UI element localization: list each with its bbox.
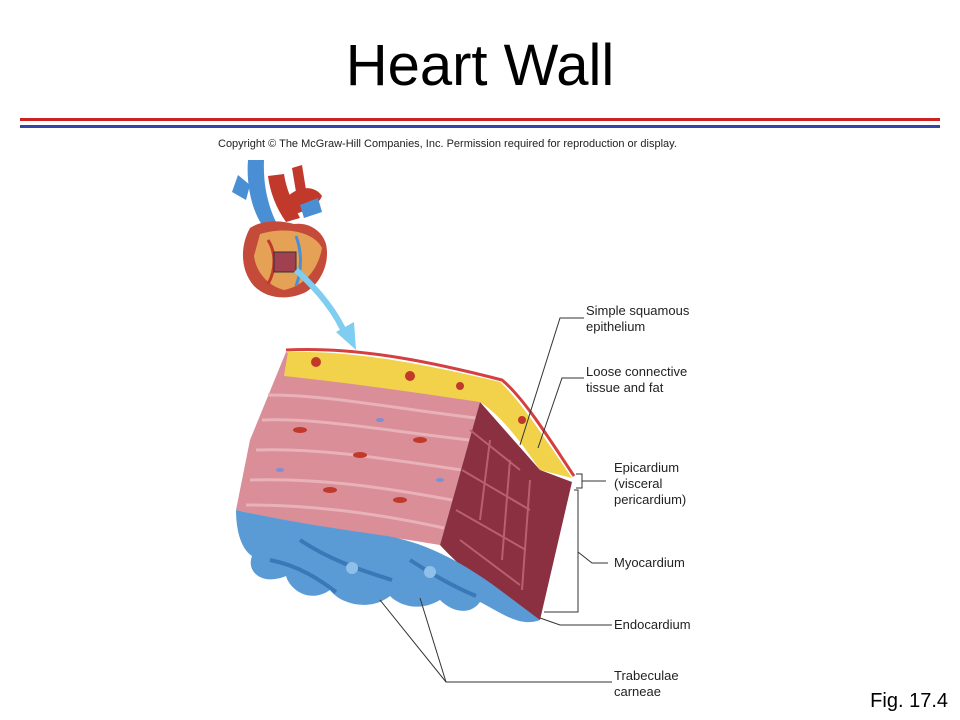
title-divider-blue [20, 125, 940, 128]
leader-simple-squamous [519, 317, 584, 446]
label-loose-connective-tissue: Loose connective tissue and fat [586, 364, 688, 395]
label-epicardium: Epicardium (visceral pericardium) [614, 460, 687, 507]
label-myocardium: Myocardium [614, 555, 685, 570]
leader-loose-connective [537, 377, 584, 449]
leader-trabeculae-2 [419, 597, 447, 683]
copyright-notice: Copyright © The McGraw-Hill Companies, I… [218, 138, 677, 150]
label-endocardium: Endocardium [614, 617, 691, 632]
figure-reference: Fig. 17.4 [870, 690, 948, 712]
leader-lines [379, 317, 612, 683]
leader-myocardium [577, 551, 608, 564]
bracket-myocardium [544, 489, 579, 613]
tissue-block [236, 347, 576, 623]
bracket-epicardium [576, 473, 583, 489]
leader-endocardium [539, 617, 612, 626]
slide-title: Heart Wall [345, 33, 615, 98]
heart-illustration [232, 160, 328, 298]
title-divider-red [20, 118, 940, 121]
zoom-arrow [293, 267, 356, 350]
label-simple-squamous-epithelium: Simple squamous epithelium [586, 303, 690, 334]
label-trabeculae-carneae: Trabeculae carneae [614, 668, 679, 699]
